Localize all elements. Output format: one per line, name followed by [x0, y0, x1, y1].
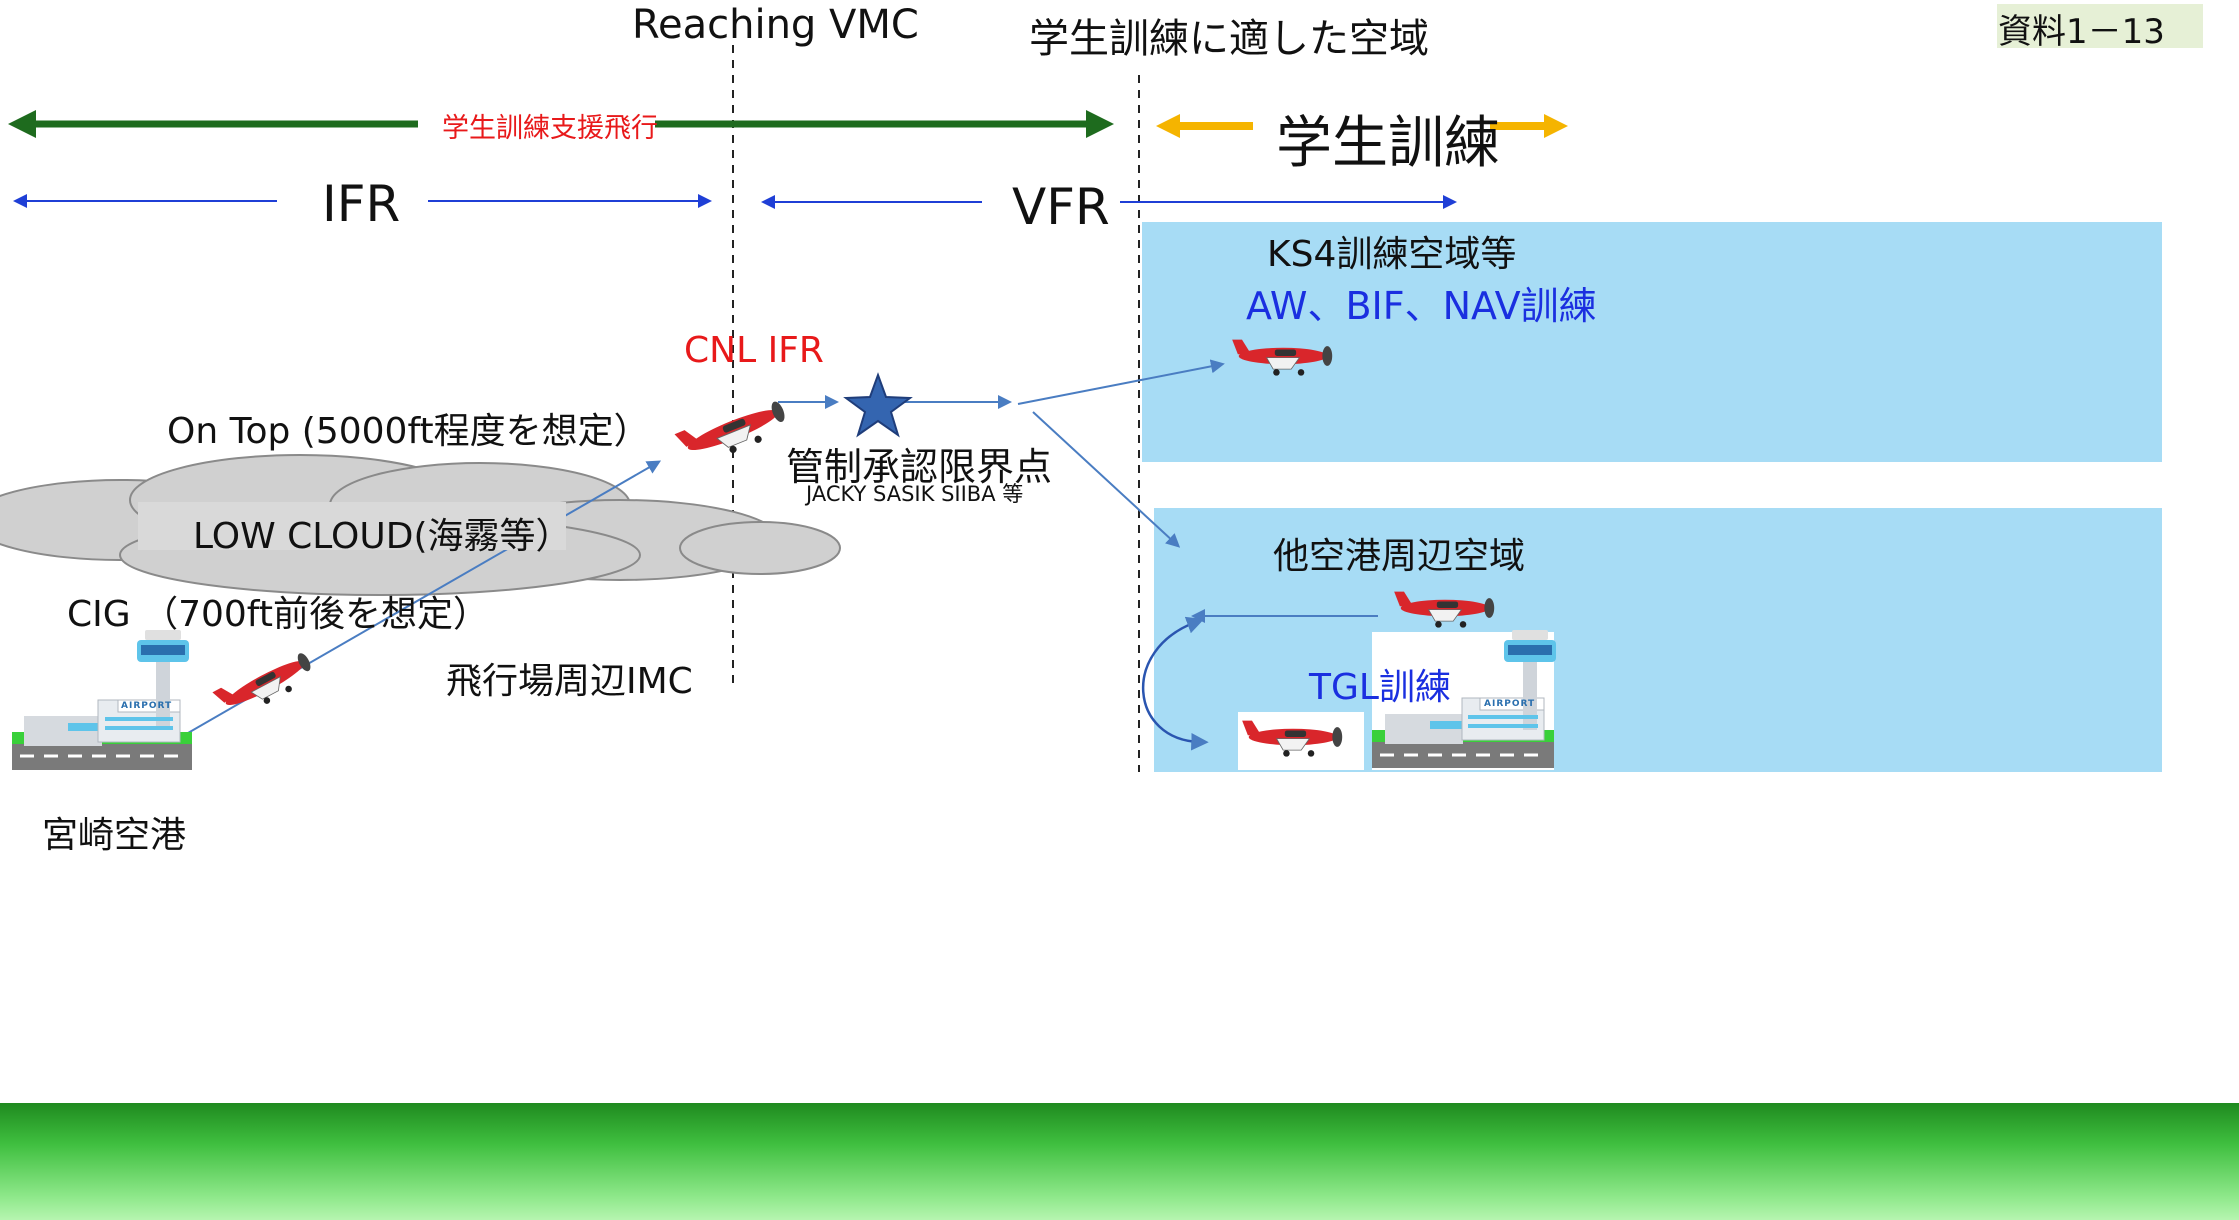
vfr-label: VFR — [1012, 178, 1110, 236]
home-airport — [12, 630, 192, 770]
support-flight-label: 学生訓練支援飛行 — [442, 113, 658, 144]
training-area-title: KS4訓練空域等 — [1267, 234, 1517, 275]
training-airspace-title: 学生訓練に適した空域 — [1029, 16, 1429, 62]
low-cloud-label: LOW CLOUD(海霧等） — [193, 516, 572, 557]
track-to-other-airport — [1032, 411, 1181, 548]
home-airport-name: 宮崎空港 — [42, 815, 187, 856]
airplane-icon — [212, 645, 319, 725]
tgl-training-label: TGL訓練 — [1309, 667, 1451, 708]
low-cloud-label-bg — [138, 502, 566, 550]
cig-label: CIG （700ft前後を想定） — [67, 594, 489, 635]
climb-track — [154, 460, 662, 753]
airplane-icon — [1231, 339, 1333, 377]
document-tag: 資料1－13 — [1998, 12, 2165, 52]
other-airport-sign: AIRPORT — [1484, 699, 1536, 709]
training-area-subtitle: AW、BIF、NAV訓練 — [1246, 284, 1597, 328]
other-airport-title: 他空港周辺空域 — [1273, 536, 1526, 577]
home-airport-sign: AIRPORT — [121, 701, 173, 711]
other-airport — [1372, 630, 1556, 770]
training-area-zone — [1142, 222, 2162, 462]
imc-label: 飛行場周辺IMC — [446, 661, 693, 702]
student-training-label: 学生訓練 — [1276, 111, 1500, 176]
on-top-label: On Top (5000ft程度を想定） — [167, 411, 650, 452]
track-to-training-area — [1017, 359, 1225, 405]
document-tag-bg — [1997, 4, 2203, 48]
ifr-label: IFR — [322, 175, 401, 233]
fixes-label: JACKY SASIK SIIBA 等 — [806, 482, 1024, 506]
airplane-icon — [1393, 591, 1495, 629]
tgl-turn — [1142, 616, 1209, 751]
star-icon — [843, 372, 913, 438]
cnl-ifr-label: CNL IFR — [684, 330, 824, 371]
airplane-icon — [674, 392, 792, 472]
reaching-vmc-label: Reaching VMC — [632, 2, 919, 48]
ground — [0, 1103, 2239, 1220]
clearance-limit-label: 管制承認限界点 — [786, 445, 1053, 489]
